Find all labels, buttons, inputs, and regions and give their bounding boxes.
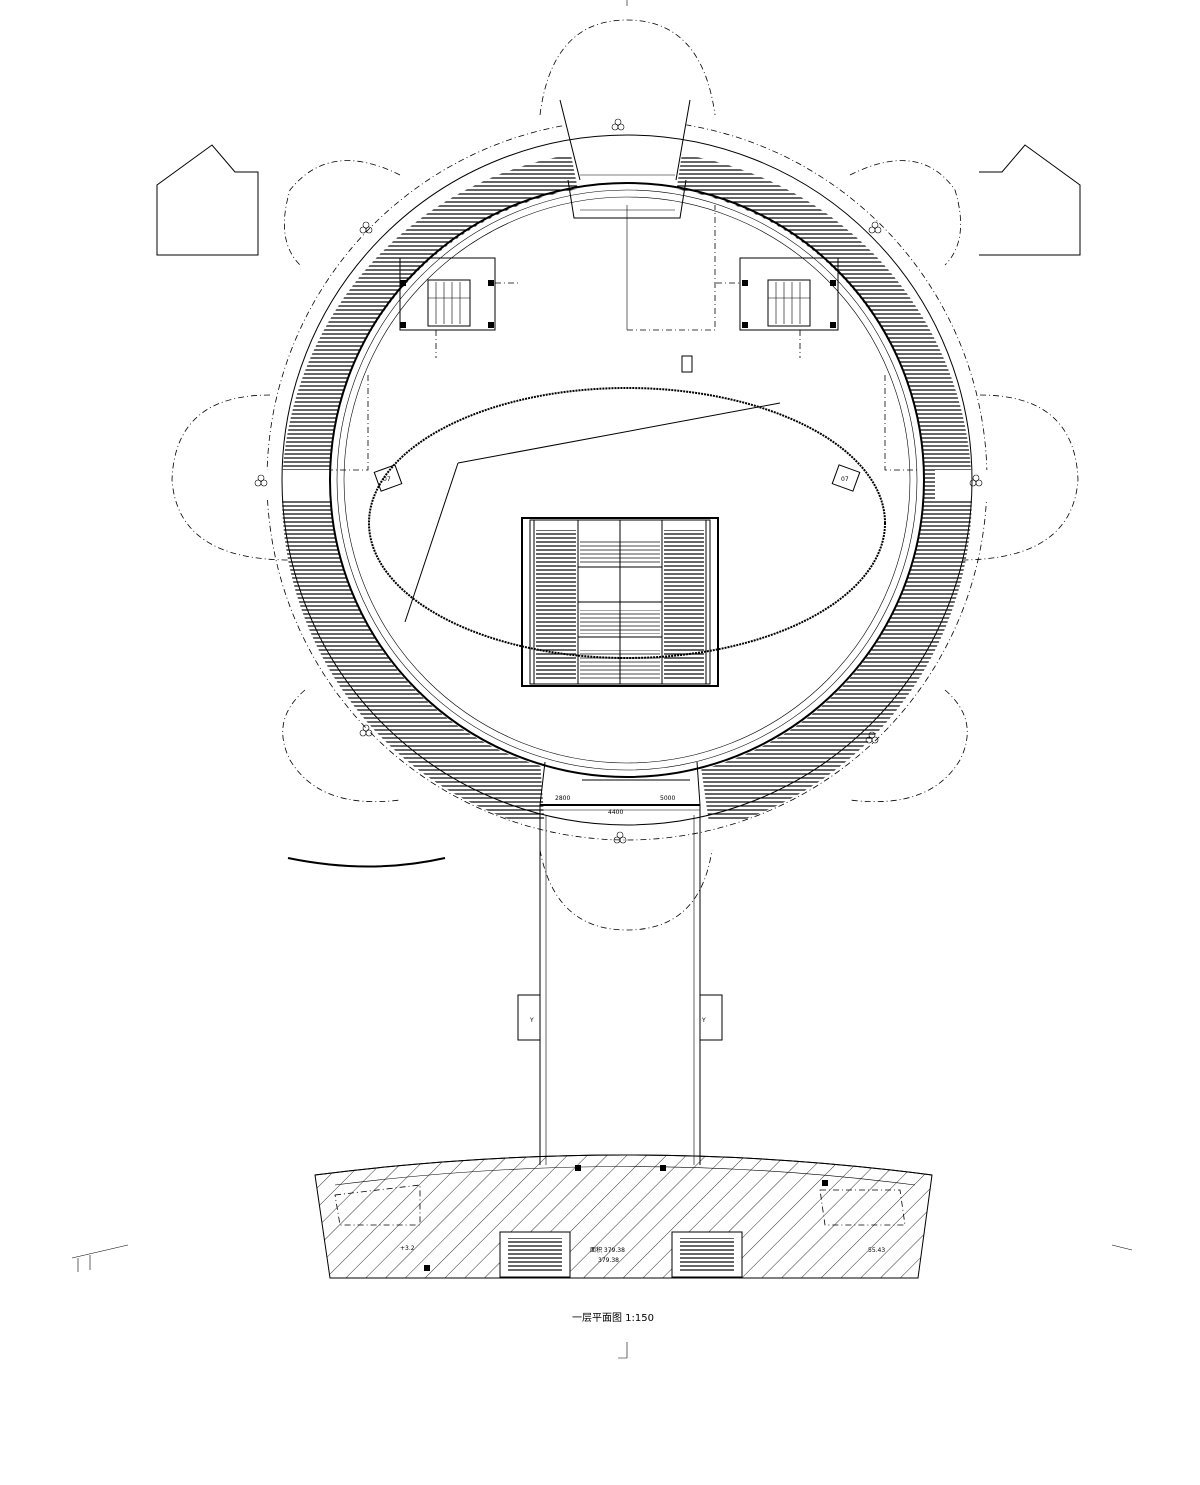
- central-escalators: [521, 517, 719, 687]
- outer-ring: [255, 100, 1000, 830]
- mark-right: [1111, 1244, 1133, 1251]
- stair-tag-right: 07: [841, 476, 849, 483]
- crop-mark-bottom: [618, 1342, 628, 1359]
- bridge-tag-right: 5000: [660, 795, 675, 802]
- stair-core-right: [716, 257, 839, 358]
- svg-text:Y: Y: [529, 1017, 534, 1024]
- svg-text:Y: Y: [701, 1017, 706, 1024]
- tree-symbols: [254, 118, 983, 844]
- bridge-tag-left: 2800: [555, 795, 570, 802]
- south-bridge: 2800 5000 4400 Y Y: [517, 761, 723, 1165]
- existing-building: 面积 379.38 379.38 55.43 +3.2: [314, 1154, 933, 1279]
- north-arrow-left: [71, 1244, 129, 1272]
- site-boundary-right: [979, 144, 1081, 256]
- stair-tag-left: 07: [383, 476, 391, 483]
- area-label-center-1: 面积 379.38: [590, 1246, 625, 1254]
- landscape-arc: [287, 857, 446, 868]
- drawing-title: 一层平面图 1:150: [572, 1312, 654, 1324]
- site-boundary-left: [156, 144, 259, 256]
- area-label-center-2: 379.38: [598, 1257, 619, 1264]
- area-label-right: 55.43: [868, 1247, 885, 1254]
- north-entrance: [559, 99, 716, 373]
- stair-core-left: [399, 257, 520, 358]
- inner-guide-lines: [330, 375, 920, 471]
- bridge-tag-mid: 4400: [608, 809, 623, 816]
- area-label-left: +3.2: [400, 1245, 415, 1252]
